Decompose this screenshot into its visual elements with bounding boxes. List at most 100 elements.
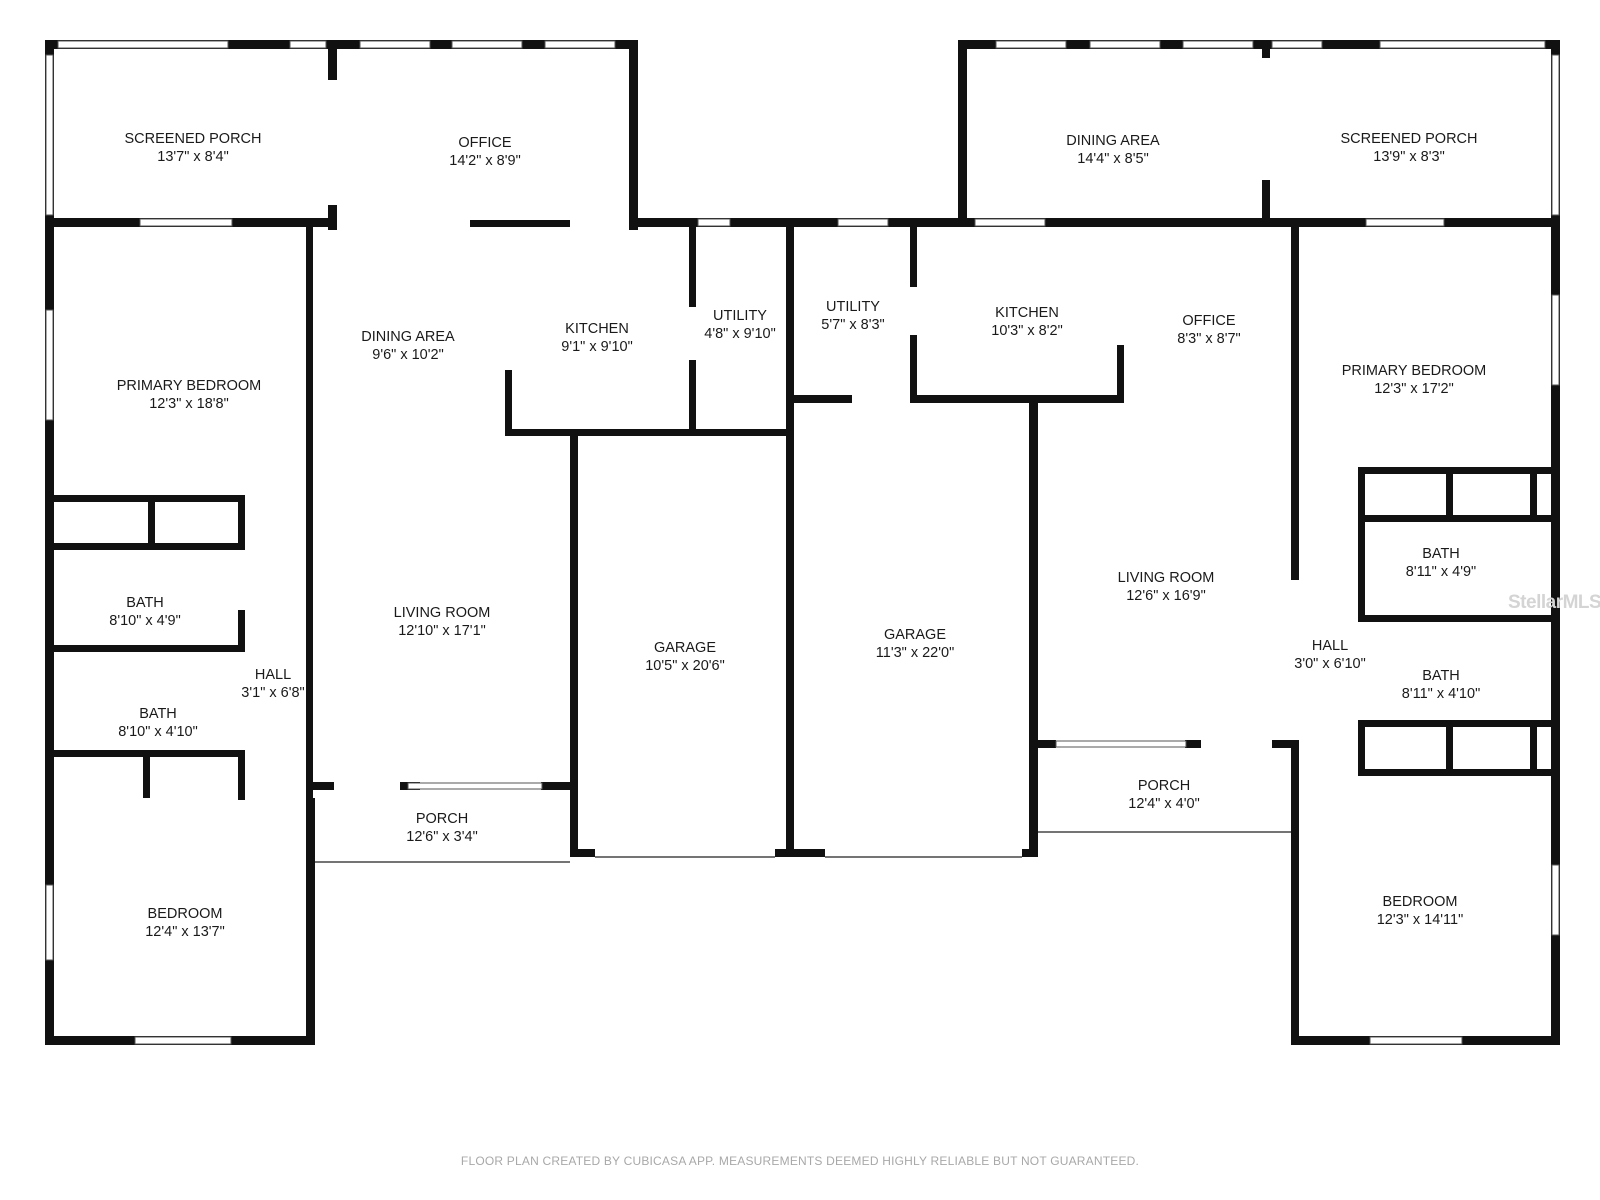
wall <box>1358 467 1365 527</box>
room-dims-living-room-right: 12'6" x 16'9" <box>1126 588 1206 604</box>
window <box>45 309 54 421</box>
room-dims-bedroom-right: 12'3" x 14'11" <box>1377 912 1464 928</box>
window <box>837 218 889 227</box>
room-name-porch-left: PORCH <box>416 811 468 827</box>
room-name-kitchen-left: KITCHEN <box>565 321 629 337</box>
wall <box>958 40 967 227</box>
room-dims-hall-right: 3'0" x 6'10" <box>1294 656 1365 672</box>
wall <box>775 849 825 857</box>
room-name-bedroom-left: BEDROOM <box>148 906 223 922</box>
room-dims-screened-porch-left: 13'7" x 8'4" <box>157 149 228 165</box>
room-name-primary-bedroom-left: PRIMARY BEDROOM <box>117 378 262 394</box>
window <box>1055 740 1187 748</box>
window <box>1551 864 1560 936</box>
window <box>974 218 1046 227</box>
room-name-garage-right: GARAGE <box>884 627 946 643</box>
wall <box>1038 740 1056 748</box>
room-dims-bath-left-1: 8'10" x 4'9" <box>109 613 180 629</box>
window <box>1365 218 1445 227</box>
wall <box>541 782 578 790</box>
window <box>451 40 523 49</box>
wall <box>45 495 245 502</box>
room-dims-primary-bedroom-left: 12'3" x 18'8" <box>149 396 229 412</box>
wall <box>505 429 790 436</box>
wall <box>910 395 1124 403</box>
wall <box>45 645 245 652</box>
room-name-porch-right: PORCH <box>1138 778 1190 794</box>
window <box>289 40 327 49</box>
wall <box>505 370 512 436</box>
wall <box>629 218 959 227</box>
room-labels: SCREENED PORCH 13'7" x 8'4" OFFICE 14'2"… <box>109 131 1486 940</box>
wall <box>1358 515 1560 522</box>
wall <box>238 610 245 650</box>
wall <box>238 750 245 800</box>
window <box>1271 40 1323 49</box>
wall <box>1029 403 1038 857</box>
wall <box>794 395 852 403</box>
wall <box>1117 345 1124 403</box>
wall <box>1551 40 1560 1045</box>
window <box>1089 40 1161 49</box>
wall <box>1022 849 1038 857</box>
room-dims-bath-right-1: 8'11" x 4'9" <box>1406 564 1476 580</box>
window <box>139 218 233 227</box>
wall <box>910 335 917 402</box>
wall <box>1358 720 1365 776</box>
room-dims-office-right: 8'3" x 8'7" <box>1177 331 1240 347</box>
window <box>544 40 616 49</box>
wall <box>470 220 570 227</box>
room-name-hall-left: HALL <box>255 667 291 683</box>
window <box>995 40 1067 49</box>
room-name-living-room-right: LIVING ROOM <box>1118 570 1215 586</box>
wall <box>1446 467 1453 517</box>
room-name-bath-left-1: BATH <box>126 595 164 611</box>
wall <box>786 227 794 857</box>
wall <box>1446 720 1453 776</box>
room-name-office-right: OFFICE <box>1182 313 1235 329</box>
room-name-bath-left-2: BATH <box>139 706 177 722</box>
wall <box>45 543 245 550</box>
room-dims-bath-right-2: 8'11" x 4'10" <box>1402 686 1480 702</box>
window <box>45 54 54 216</box>
room-dims-porch-left: 12'6" x 3'4" <box>406 829 477 845</box>
wall <box>1262 40 1270 58</box>
room-dims-primary-bedroom-right: 12'3" x 17'2" <box>1374 381 1454 397</box>
window <box>134 1036 232 1045</box>
room-dims-porch-right: 12'4" x 4'0" <box>1128 796 1199 812</box>
wall <box>1291 227 1299 580</box>
room-dims-kitchen-left: 9'1" x 9'10" <box>561 339 632 355</box>
room-name-garage-left: GARAGE <box>654 640 716 656</box>
wall <box>958 40 1560 49</box>
wall <box>238 495 245 550</box>
wall <box>570 436 578 856</box>
window <box>45 884 54 961</box>
wall <box>1530 467 1537 517</box>
wall <box>1185 740 1201 748</box>
room-dims-living-room-left: 12'10" x 17'1" <box>398 623 486 639</box>
room-dims-dining-area-left: 9'6" x 10'2" <box>372 347 443 363</box>
window <box>1182 40 1254 49</box>
wall <box>958 218 1560 227</box>
wall <box>328 205 337 230</box>
room-name-bedroom-right: BEDROOM <box>1383 894 1458 910</box>
room-dims-utility-left: 4'8" x 9'10" <box>704 326 775 342</box>
room-dims-office-left: 14'2" x 8'9" <box>449 153 520 169</box>
window <box>1551 54 1560 216</box>
room-dims-bath-left-2: 8'10" x 4'10" <box>118 724 198 740</box>
wall <box>689 360 696 435</box>
wall <box>689 227 696 307</box>
room-dims-utility-right: 5'7" x 8'3" <box>821 317 884 333</box>
room-name-dining-area-left: DINING AREA <box>361 329 455 345</box>
window <box>1551 294 1560 386</box>
wall <box>148 495 155 545</box>
room-name-living-room-left: LIVING ROOM <box>394 605 491 621</box>
room-name-office-left: OFFICE <box>458 135 511 151</box>
wall <box>328 40 337 80</box>
room-name-bath-right-1: BATH <box>1422 546 1460 562</box>
wall <box>1358 769 1560 776</box>
wall <box>306 798 315 1045</box>
wall <box>1262 180 1270 227</box>
room-dims-garage-left: 10'5" x 20'6" <box>645 658 725 674</box>
